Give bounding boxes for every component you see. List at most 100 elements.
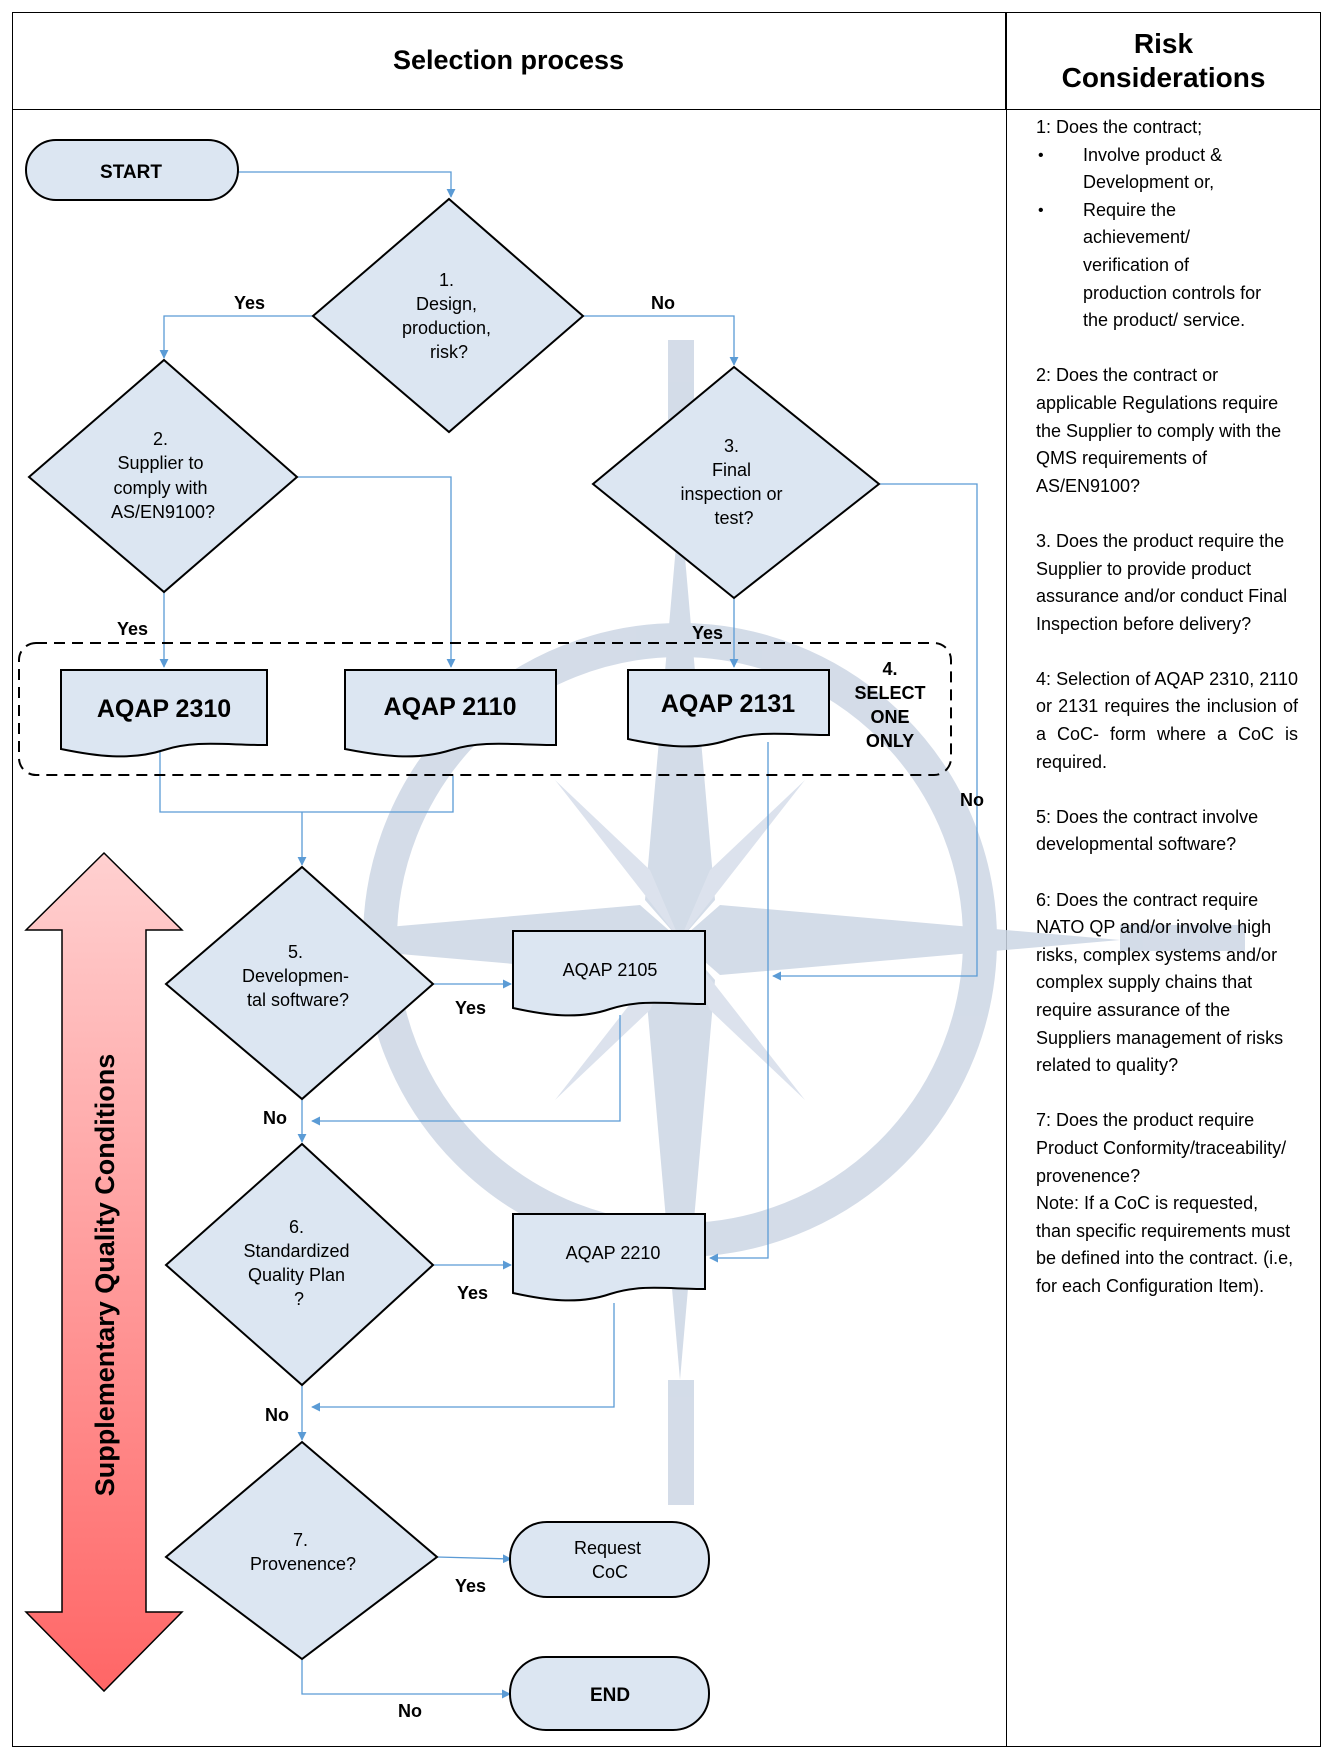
q1-line: production, bbox=[402, 318, 491, 338]
q6-line: Quality Plan bbox=[248, 1265, 345, 1285]
q7-line: 7. bbox=[293, 1530, 308, 1550]
label-q5-yes: Yes bbox=[455, 998, 486, 1018]
risk-item-2: 2: Does the contract or applicable Regul… bbox=[1036, 365, 1282, 496]
label-q7-no: No bbox=[398, 1701, 422, 1721]
doc-aqap-2310: AQAP 2310 bbox=[60, 669, 268, 758]
connector-q7-no bbox=[301, 1659, 511, 1699]
decision-q3-final-inspection: 3. Final inspection or test? bbox=[591, 365, 881, 600]
connector-start-q1 bbox=[238, 171, 456, 198]
supplementary-conditions-label: Supplementary Quality Conditions bbox=[90, 1054, 120, 1497]
branch-labels: Yes No Yes Yes No Yes No Yes No Yes No bbox=[117, 293, 984, 1721]
select-line: ONLY bbox=[866, 731, 914, 751]
risk-item-1-bullet: Require the achievement/ verification of… bbox=[1036, 197, 1298, 335]
select-one-group-box bbox=[18, 642, 952, 776]
connector-q7-yes bbox=[436, 1554, 512, 1564]
risk-item-4: 4: Selection of AQAP 2310, 2110 or 2131 … bbox=[1036, 668, 1298, 772]
decision-q1-design-production-risk: 1. Design, production, risk? bbox=[311, 197, 585, 434]
svg-text:6. Standardized: 6. Standardized Quality Plan ? bbox=[243, 1217, 354, 1309]
label-q5-no: No bbox=[263, 1108, 287, 1128]
select-line: ONE bbox=[870, 707, 909, 727]
q2-line: Supplier to bbox=[117, 453, 203, 473]
request-coc-terminator: Request CoC bbox=[509, 1521, 710, 1598]
q3-line: inspection or bbox=[680, 484, 782, 504]
q3-line: test? bbox=[714, 508, 753, 528]
svg-text:1. Design, pro: 1. Design, production, risk? bbox=[402, 270, 496, 362]
risk-title-line-2: Considerations bbox=[1061, 61, 1266, 93]
doc-aqap-2131: AQAP 2131 bbox=[627, 669, 830, 748]
risk-considerations-list: 1: Does the contract; Involve product & … bbox=[1036, 114, 1298, 1301]
request-coc-line: Request bbox=[574, 1538, 641, 1558]
q2-line: 2. bbox=[153, 429, 168, 449]
label-q1-no: No bbox=[651, 293, 675, 313]
label-q6-no: No bbox=[265, 1405, 289, 1425]
risk-item-5: 5: Does the contract involve development… bbox=[1036, 806, 1259, 855]
selection-process-header: Selection process bbox=[12, 12, 1006, 110]
q5-line: Developmen- bbox=[242, 966, 349, 986]
svg-text:2. Supplier to: 2. Supplier to comply with AS/EN9100? bbox=[111, 429, 215, 522]
q3-line: Final bbox=[712, 460, 751, 480]
decision-q5-developmental-software: 5. Developmen- tal software? bbox=[164, 865, 435, 1101]
q1-line: Design, bbox=[416, 294, 477, 314]
start-terminator: START bbox=[25, 139, 239, 201]
doc-aqap-2105: AQAP 2105 bbox=[512, 930, 706, 1017]
risk-item-3: 3. Does the product require the Supplier… bbox=[1036, 530, 1288, 634]
selection-process-title: Selection process bbox=[392, 45, 625, 75]
start-label: START bbox=[100, 162, 162, 183]
q6-line: 6. bbox=[289, 1217, 304, 1237]
label-q7-yes: Yes bbox=[455, 1576, 486, 1596]
risk-considerations-header: Risk Considerations bbox=[1006, 12, 1321, 110]
risk-item-7: 7: Does the product require Product Conf… bbox=[1036, 1110, 1287, 1186]
svg-text:Request CoC: Request CoC bbox=[574, 1538, 646, 1582]
q1-line: 1. bbox=[439, 270, 454, 290]
connector-2131-2210 bbox=[709, 742, 769, 1263]
connector-2310-merge bbox=[159, 750, 454, 813]
connector-2105-return bbox=[311, 1015, 621, 1126]
select-one-only-label: 4. SELECT ONE ONLY bbox=[854, 659, 925, 751]
svg-text:5. Developmen-: 5. Developmen- tal software? bbox=[242, 942, 354, 1010]
connector-2210-return bbox=[311, 1303, 615, 1412]
q5-line: tal software? bbox=[247, 990, 349, 1010]
aqap-2131-label: AQAP 2131 bbox=[661, 690, 795, 718]
risk-item-6: 6: Does the contract require NATO QP and… bbox=[1036, 889, 1284, 1076]
label-q1-yes: Yes bbox=[234, 293, 265, 313]
end-label: END bbox=[590, 1685, 630, 1706]
end-terminator: END bbox=[509, 1656, 710, 1731]
supplementary-conditions-arrow: Supplementary Quality Conditions bbox=[24, 851, 184, 1693]
risk-item-1-intro: 1: Does the contract; bbox=[1036, 117, 1203, 137]
decision-q7-provenence: 7. Provenence? bbox=[164, 1440, 439, 1661]
q3-line: 3. bbox=[724, 436, 739, 456]
svg-text:7. Provenence?: 7. Provenence? bbox=[250, 1530, 356, 1574]
connector-q1-yes bbox=[159, 315, 313, 359]
risk-item-7-note: Note: If a CoC is requested, than specif… bbox=[1036, 1193, 1294, 1296]
aqap-2105-label: AQAP 2105 bbox=[563, 960, 658, 980]
connector-q1-no bbox=[583, 315, 739, 366]
doc-aqap-2210: AQAP 2210 bbox=[512, 1213, 706, 1302]
doc-aqap-2110: AQAP 2110 bbox=[344, 669, 557, 758]
q5-line: 5. bbox=[288, 942, 303, 962]
risk-title-line-1: Risk bbox=[1133, 27, 1194, 59]
q1-line: risk? bbox=[430, 342, 468, 362]
aqap-2110-label: AQAP 2110 bbox=[384, 693, 517, 721]
column-divider bbox=[1006, 12, 1007, 1747]
svg-text:3. Final inspe: 3. Final inspection or test? bbox=[680, 436, 787, 528]
connectors bbox=[159, 171, 978, 1699]
connector-q3-no bbox=[772, 483, 978, 981]
select-line: 4. bbox=[882, 659, 897, 679]
aqap-2210-label: AQAP 2210 bbox=[566, 1243, 661, 1263]
q2-line: AS/EN9100? bbox=[111, 502, 215, 522]
select-line: SELECT bbox=[854, 683, 925, 703]
label-q6-yes: Yes bbox=[457, 1283, 488, 1303]
aqap-2310-label: AQAP 2310 bbox=[97, 695, 231, 723]
connector-q2-2110 bbox=[297, 476, 456, 668]
label-q3-no: No bbox=[960, 790, 984, 810]
label-q2-yes: Yes bbox=[117, 619, 148, 639]
q6-line: ? bbox=[294, 1289, 304, 1309]
q6-line: Standardized bbox=[243, 1241, 349, 1261]
risk-item-1-bullet: Involve product & Development or, bbox=[1036, 142, 1298, 197]
decision-q2-supplier-as9100: 2. Supplier to comply with AS/EN9100? bbox=[27, 358, 299, 594]
q7-line: Provenence? bbox=[250, 1554, 356, 1574]
request-coc-line: CoC bbox=[592, 1562, 628, 1582]
decision-q6-standardized-quality-plan: 6. Standardized Quality Plan ? bbox=[164, 1142, 435, 1387]
